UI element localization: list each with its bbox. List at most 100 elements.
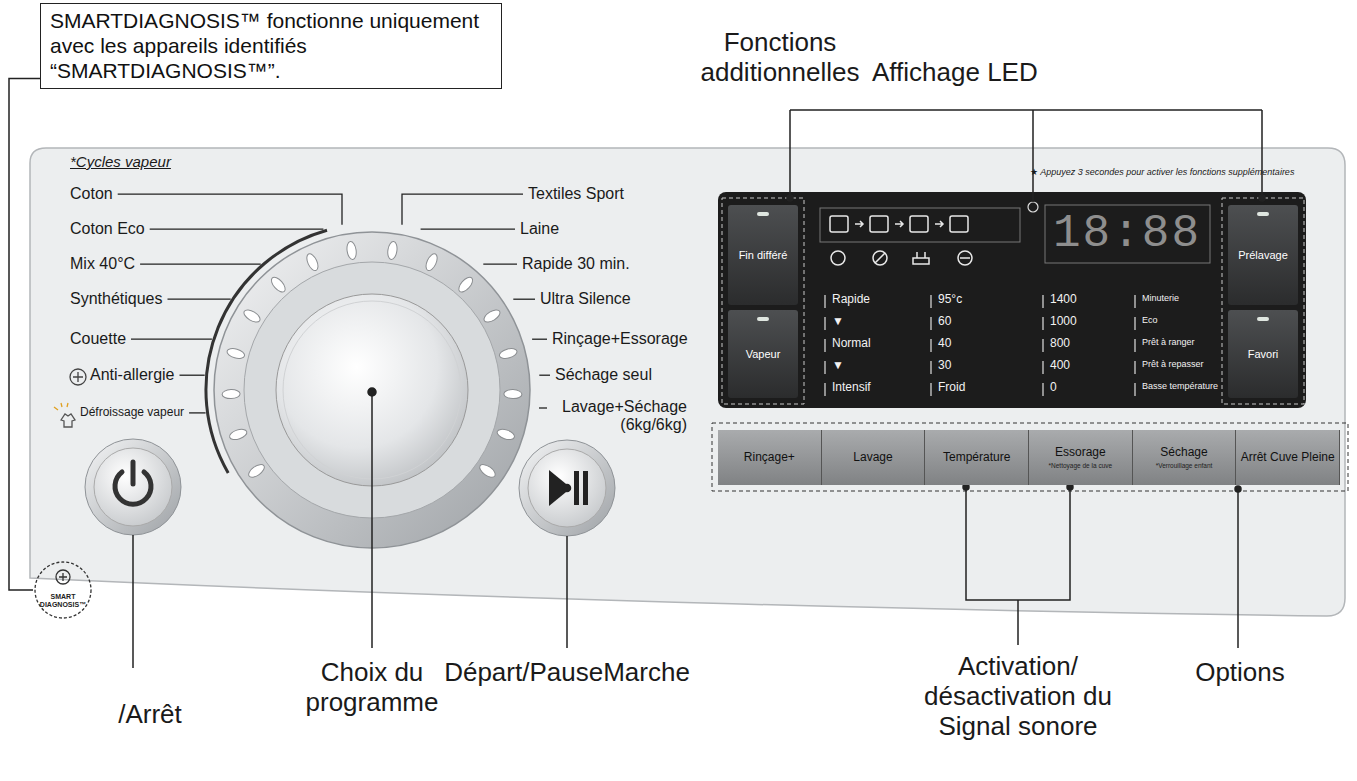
panel-housing [30, 148, 1345, 616]
display-bar [1042, 383, 1043, 396]
display-indicator: Basse température [1142, 381, 1218, 391]
function-button: Vapeur [728, 310, 798, 398]
node-text: Lavage [853, 451, 892, 464]
led-display-panel [870, 216, 888, 232]
program-label: Séchage seul [555, 366, 652, 384]
display-bar [1134, 295, 1135, 308]
function-button: Prélavage [1228, 205, 1298, 305]
node-text: Essorage [1055, 446, 1106, 459]
option-button: Séchage*Verrouillage enfant [1133, 430, 1237, 485]
display-bar [1042, 361, 1043, 374]
program-leader-line [118, 194, 550, 413]
display-bar [930, 317, 931, 330]
display-bar [1042, 339, 1043, 352]
leader-line [132, 535, 134, 668]
program-label: Défroissage vapeur [80, 406, 184, 420]
display-indicator: Rapide [832, 293, 870, 307]
start-pause-button [583, 471, 588, 505]
display-indicator: 60 [938, 315, 951, 329]
led-display-panel [718, 192, 1306, 408]
program-led [228, 427, 248, 441]
program-icons [70, 369, 86, 385]
led-display-panel [935, 221, 943, 227]
node-text: Rinçage+ [744, 451, 795, 464]
option-button: Essorage *Nettoyage de la cuve [1029, 430, 1133, 485]
display-indicator: 0 [1050, 381, 1057, 395]
part-label: Choix du programme [287, 658, 457, 718]
start-pause-button [519, 440, 615, 536]
program-led [222, 389, 240, 399]
program-icons [61, 414, 75, 427]
program-led [482, 307, 502, 324]
leader-line [564, 485, 571, 492]
display-indicator: ▼ [832, 315, 844, 329]
display-bar [930, 383, 931, 396]
led-digits: 18:88 [1053, 207, 1201, 262]
node-text: Température [943, 451, 1010, 464]
program-leader-line [189, 412, 206, 413]
display-bar [1134, 339, 1135, 352]
option-button: Rinçage+ [718, 430, 822, 485]
program-led [305, 252, 321, 272]
start-pause-button [528, 449, 606, 527]
program-leader-line [421, 229, 515, 230]
display-indicator: Prêt à ranger [1142, 337, 1195, 347]
node-text: Fin différé [739, 249, 788, 261]
node-text: SMART DIAGNOSIS™ [39, 593, 87, 608]
start-pause-button [574, 471, 579, 505]
led-display-panel [913, 252, 929, 264]
display-indicator: Normal [832, 337, 871, 351]
program-dial [206, 230, 530, 548]
program-led [247, 462, 267, 480]
display-bar [1042, 317, 1043, 330]
led-display-panel [950, 216, 968, 232]
option-button: Lavage [822, 430, 926, 485]
program-label: Rinçage+Essorage [552, 330, 688, 348]
part-label: Activation/ désactivation du Signal sono… [893, 652, 1143, 742]
function-button: Fin différé [728, 205, 798, 305]
smartdiagnosis-icon [56, 570, 70, 584]
node-text: Séchage [1160, 446, 1207, 459]
led-display-panel [831, 251, 845, 265]
display-indicator: 1400 [1050, 293, 1077, 307]
option-button: Température [925, 430, 1029, 485]
start-pause-button [549, 470, 571, 506]
led-display-panel [960, 257, 970, 259]
power-button [85, 439, 181, 535]
display-bar [824, 383, 825, 396]
button-subtext: *Nettoyage de la cuve [1049, 462, 1113, 469]
program-led [387, 241, 399, 260]
display-bar [824, 361, 825, 374]
display-indicator: Intensif [832, 381, 871, 395]
leader-line [1259, 195, 1265, 201]
leader-line [790, 110, 1262, 202]
program-leader-line [180, 375, 205, 376]
display-indicator: Eco [1142, 315, 1158, 325]
callout-label: Fonctions additionnelles [690, 28, 870, 88]
node-text: Vapeur [746, 348, 781, 360]
program-label: Lavage+Séchage (6kg/6kg) [552, 398, 687, 435]
led-display-panel [958, 251, 972, 265]
display-bar [930, 361, 931, 374]
display-indicator: 95°c [938, 293, 962, 307]
leader-line [1235, 486, 1241, 492]
program-leader-line [118, 194, 342, 225]
callout-box: SMARTDIAGNOSIS™ fonctionne uniquement av… [40, 3, 502, 89]
program-dial [206, 230, 327, 473]
led-display-panel [722, 198, 804, 404]
program-leader-line [402, 194, 523, 225]
leader-line [966, 487, 1070, 645]
program-led [504, 389, 522, 399]
led-display-panel [910, 216, 928, 232]
display-indicator: ▼ [832, 359, 844, 373]
program-leader-line [150, 229, 324, 230]
power-button [131, 462, 136, 484]
panel-housing [30, 148, 1345, 616]
program-icons [73, 372, 83, 382]
option-button: Arrêt Cuve Pleine [1236, 430, 1340, 485]
program-leader-line [168, 299, 231, 300]
program-led [242, 307, 262, 324]
program-label: Laine [520, 220, 559, 238]
display-bar [930, 339, 931, 352]
program-icons [54, 403, 68, 410]
